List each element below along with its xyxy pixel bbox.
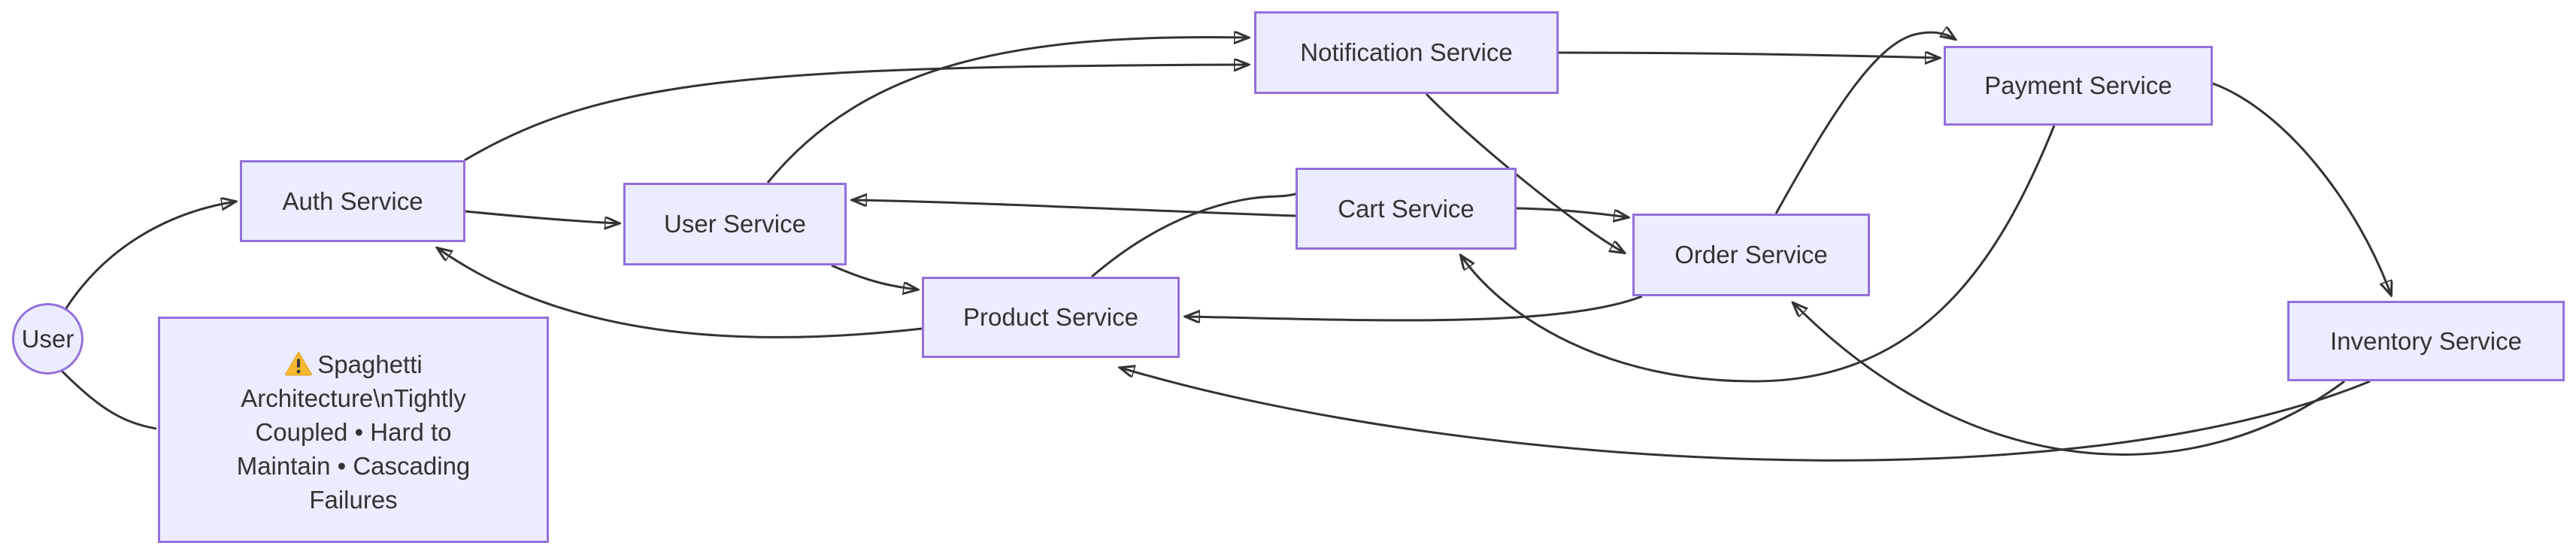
node-inventory-service: Inventory Service <box>2287 301 2565 381</box>
edge-user-to-auth <box>63 202 235 311</box>
node-cart-service: Cart Service <box>1296 168 1517 250</box>
node-product-service: Product Service <box>922 277 1180 358</box>
node-auth-service-label: Auth Service <box>282 187 423 215</box>
edge-product-to-auth <box>438 248 923 338</box>
node-notification-service: Notification Service <box>1254 11 1559 94</box>
node-product-service-label: Product Service <box>963 303 1138 332</box>
edge-order-to-payment <box>1774 32 1955 214</box>
edge-notification-to-payment <box>1558 53 1939 58</box>
edge-user-service-to-product <box>831 264 917 290</box>
node-user-service-label: User Service <box>664 210 806 238</box>
node-order-service: Order Service <box>1632 214 1870 296</box>
note-text: Spaghetti Architecture\nTightly Coupled … <box>236 350 471 514</box>
edge-auth-to-notification <box>464 65 1248 162</box>
edge-user-service-to-notification <box>766 37 1248 183</box>
edge-order-to-product <box>1186 295 1643 320</box>
edge-notification-to-order <box>1425 92 1624 253</box>
node-payment-service: Payment Service <box>1944 46 2213 126</box>
edge-payment-to-cart <box>1461 125 2056 383</box>
edge-inventory-to-order <box>1793 303 2345 456</box>
edge-payment-to-inventory <box>2212 82 2391 295</box>
node-payment-service-label: Payment Service <box>1984 71 2172 100</box>
node-cart-service-label: Cart Service <box>1338 194 1474 223</box>
node-order-service-label: Order Service <box>1674 241 1828 269</box>
node-auth-service: Auth Service <box>240 160 465 242</box>
edge-cart-to-order <box>1516 207 1628 217</box>
node-user: User <box>12 303 83 375</box>
edge-user-to-note <box>56 365 157 430</box>
note-spaghetti-architecture: Spaghetti Architecture\nTightly Coupled … <box>158 317 549 543</box>
edge-cart-to-user-service <box>853 200 1296 217</box>
edge-inventory-to-product <box>1120 368 2371 462</box>
edge-auth-to-user-service <box>465 210 619 223</box>
node-inventory-service-label: Inventory Service <box>2330 326 2522 355</box>
node-notification-service-label: Notification Service <box>1300 38 1513 67</box>
node-user-service: User Service <box>623 183 847 265</box>
node-user-label: User <box>21 324 74 353</box>
warning-icon <box>284 350 313 376</box>
